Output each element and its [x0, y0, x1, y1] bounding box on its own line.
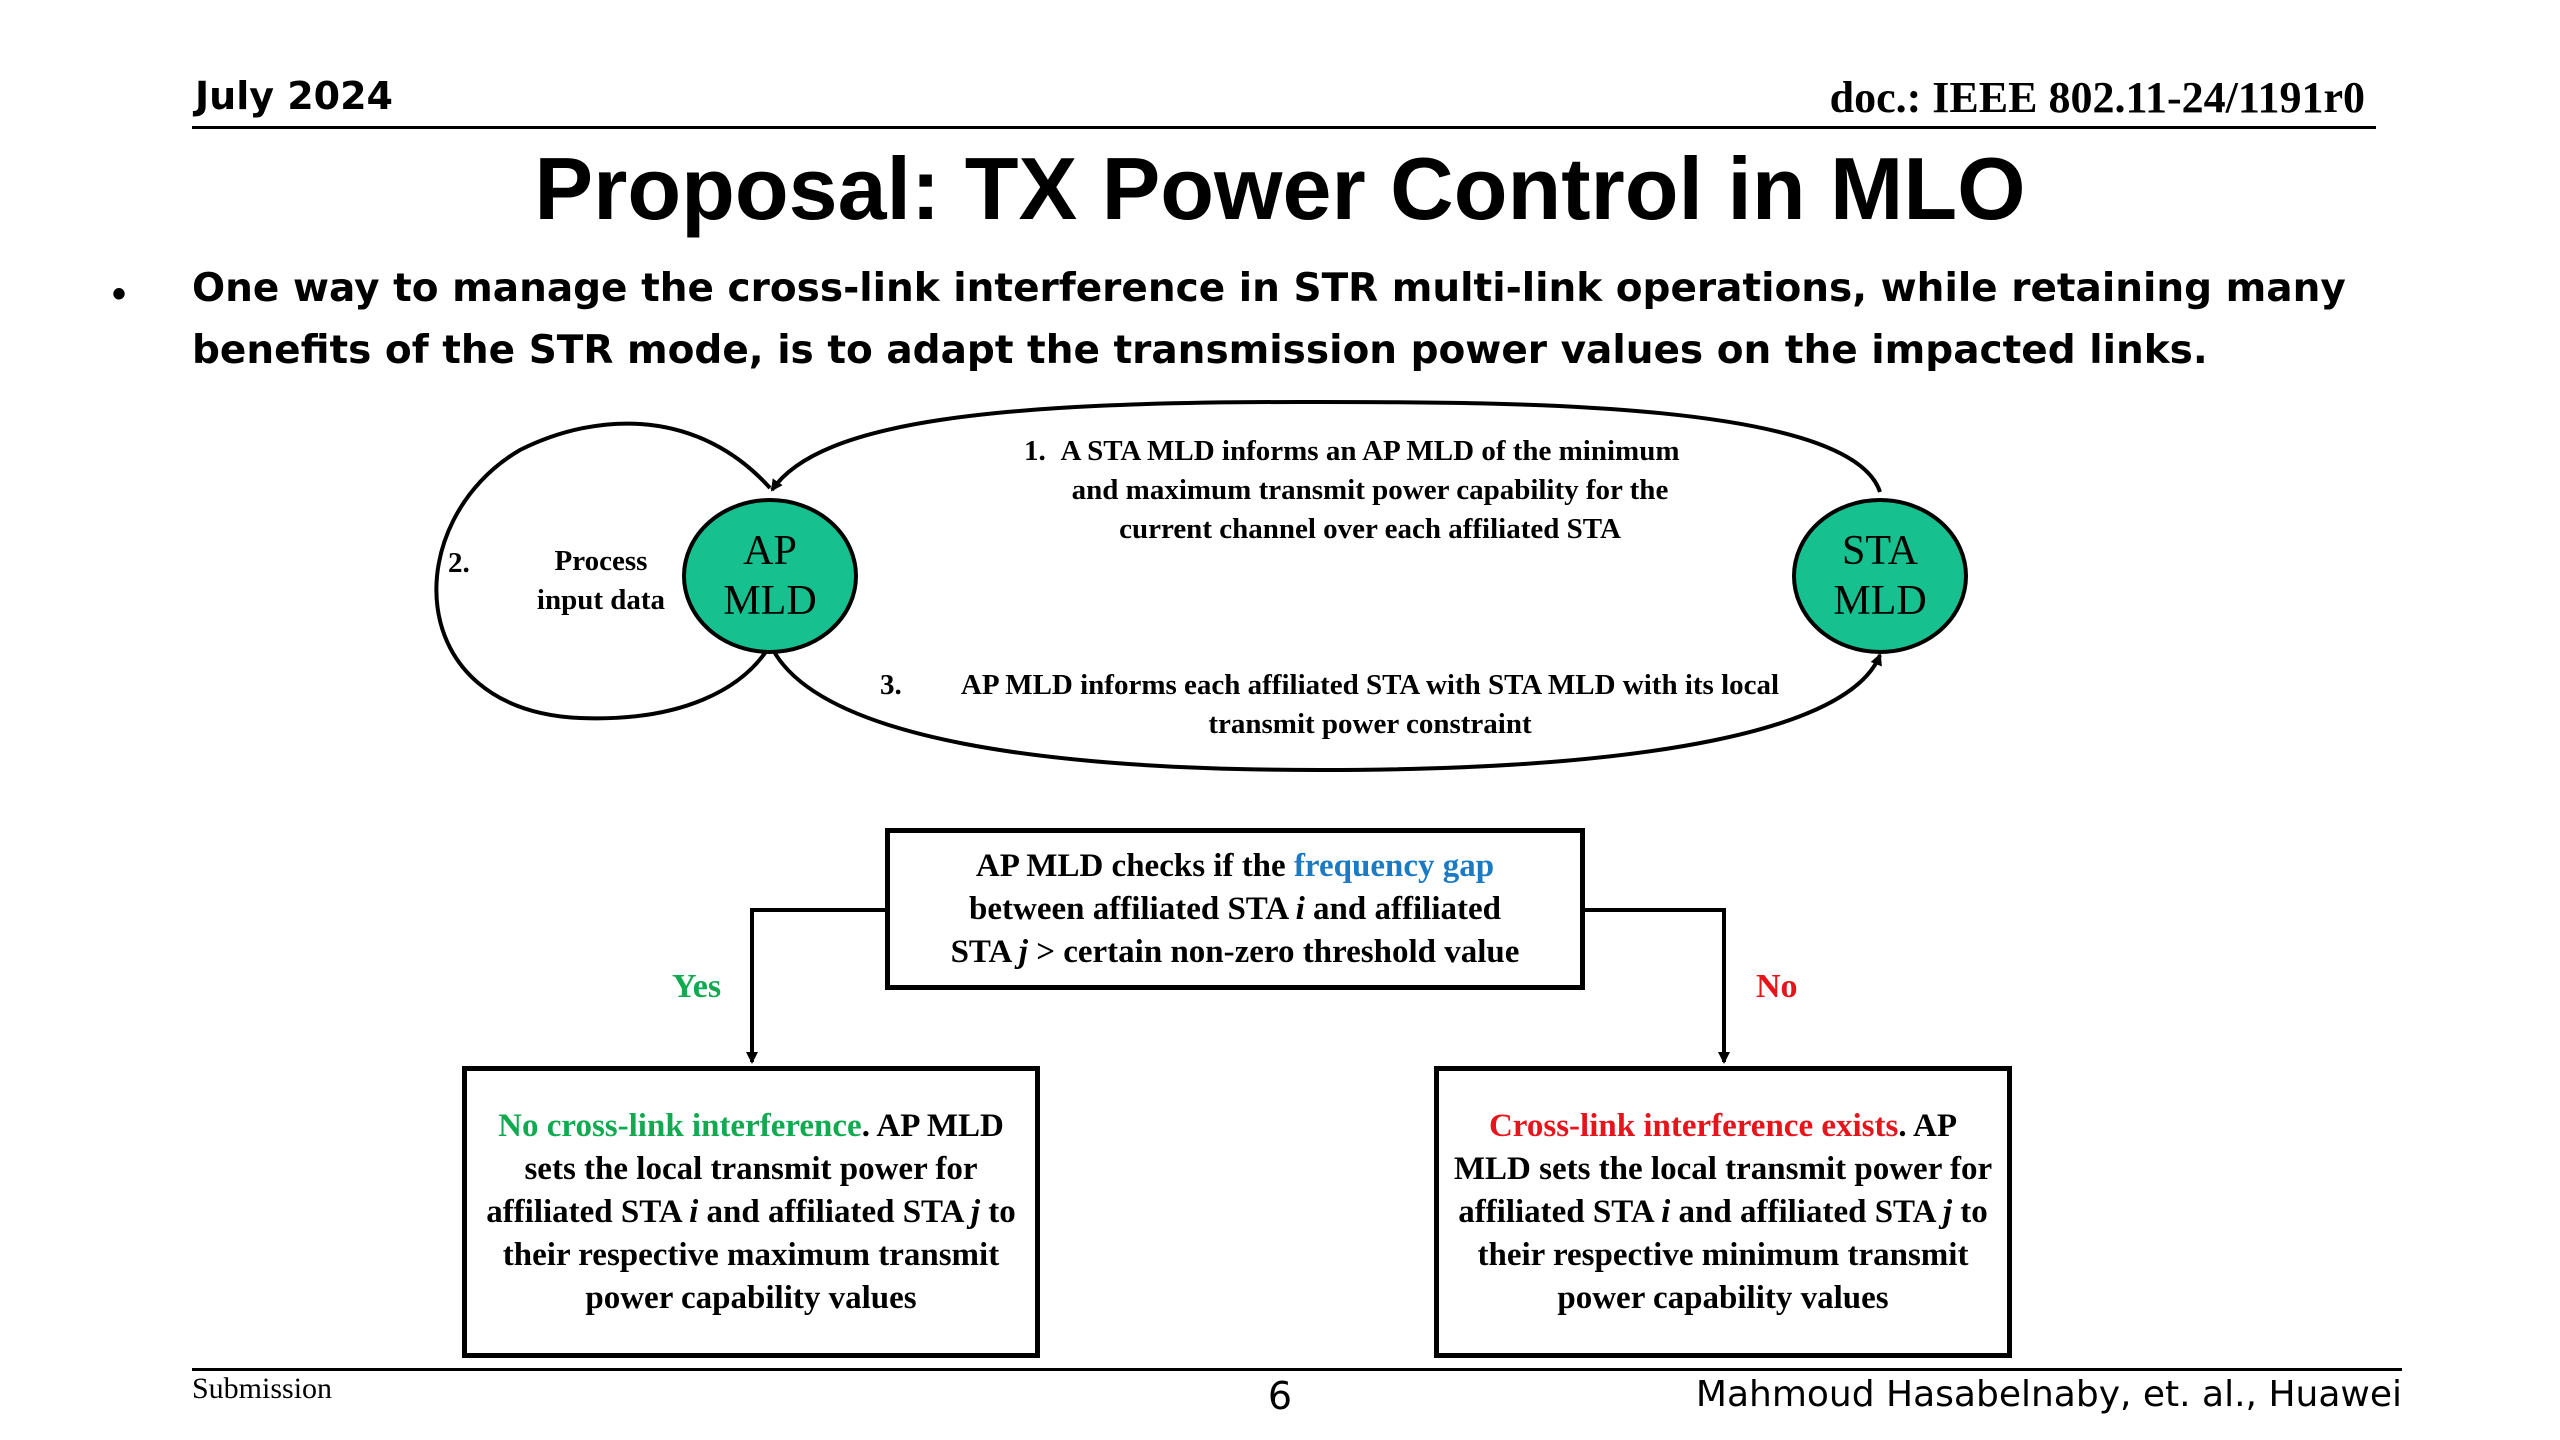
step3-number: 3.	[880, 669, 902, 701]
footer-divider	[192, 1368, 2402, 1371]
yes-label: Yes	[672, 968, 722, 1005]
decision-box: AP MLD checks if the frequency gap betwe…	[885, 828, 1585, 990]
decision-line2-pre: between affiliated STA	[969, 890, 1296, 927]
step3-text: AP MLD informs each affiliated STA with …	[960, 669, 1780, 740]
page-number: 6	[1267, 1374, 1293, 1418]
bullet-text: One way to manage the cross-link interfe…	[192, 266, 2346, 373]
right-var-i: i	[1661, 1193, 1671, 1230]
interference-exists-highlight: Cross-link interference exists	[1488, 1107, 1899, 1144]
outcome-interference-box: Cross-link interference exists. AP MLD s…	[1434, 1066, 2012, 1358]
left-text1: . AP MLD sets the local transmit power f…	[486, 1107, 1004, 1230]
slide-title: Proposal: TX Power Control in MLO	[534, 139, 2026, 238]
yes-connector	[746, 908, 885, 1064]
var-i: i	[1295, 890, 1305, 927]
bullet-marker: •	[112, 272, 127, 316]
decision-line2-post: and affiliated	[1304, 890, 1501, 927]
no-label: No	[1756, 968, 1798, 1005]
step2-number: 2.	[448, 547, 470, 579]
arrow-sta-to-ap	[770, 399, 1882, 493]
header-divider	[192, 126, 2376, 129]
arrow-ap-to-sta	[770, 647, 1882, 773]
left-text3: to their respective maximum transmit pow…	[502, 1193, 1016, 1316]
var-j: j	[1018, 933, 1028, 970]
sta-mld-node	[1792, 498, 1968, 654]
left-var-i: i	[689, 1193, 699, 1230]
right-text2: and affiliated STA	[1670, 1193, 1943, 1230]
no-connector	[1585, 908, 1730, 1064]
step2-text: Process input data	[536, 545, 666, 616]
ap-line2: MLD	[723, 578, 817, 624]
right-var-j: j	[1942, 1193, 1953, 1230]
sta-mld-label: STA MLD	[1810, 526, 1950, 626]
sta-line1: STA	[1842, 528, 1918, 574]
decision-text-pre: AP MLD checks if the	[975, 847, 1294, 884]
header-date: July 2024	[195, 74, 393, 118]
frequency-gap-highlight: frequency gap	[1293, 847, 1495, 884]
left-text2: and affiliated STA	[698, 1193, 971, 1230]
header-doc-id: doc.: IEEE 802.11-24/1191r0	[1829, 73, 2365, 122]
ap-line1: AP	[743, 528, 797, 574]
footer-submission: Submission	[192, 1372, 333, 1405]
decision-line3-pre: STA	[950, 933, 1019, 970]
ap-mld-node	[682, 498, 858, 654]
decision-line3-post: > certain non-zero threshold value	[1027, 933, 1520, 970]
outcome-no-interference-box: No cross-link interference. AP MLD sets …	[462, 1066, 1040, 1358]
step1-text: A STA MLD informs an AP MLD of the minim…	[1060, 435, 1680, 545]
footer-author: Mahmoud Hasabelnaby, et. al., Huawei	[1695, 1374, 2402, 1415]
right-text3: to their respective minimum transmit pow…	[1477, 1193, 1988, 1316]
ap-mld-label: AP MLD	[700, 526, 840, 626]
step1-number: 1.	[1024, 435, 1046, 467]
self-loop-arrow	[434, 421, 774, 721]
sta-line2: MLD	[1833, 578, 1927, 624]
left-var-j: j	[970, 1193, 981, 1230]
right-text1: . AP MLD sets the local transmit power f…	[1453, 1107, 1993, 1230]
no-interference-highlight: No cross-link interference	[498, 1107, 862, 1144]
